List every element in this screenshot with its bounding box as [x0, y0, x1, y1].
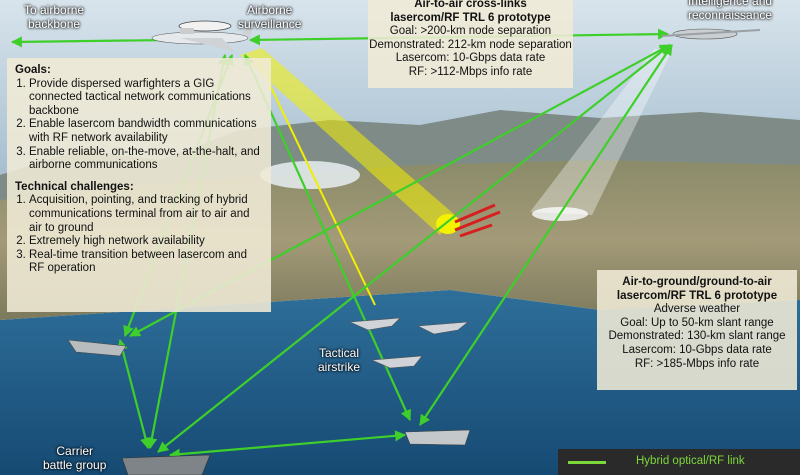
air-to-ground-title: Air-to-ground/ground-to-air [622, 276, 772, 288]
goal-item: Enable reliable, on-the-move, at-the-hal… [29, 146, 263, 173]
challenges-list: Acquisition, pointing, and tracking of h… [15, 194, 263, 276]
goal-item: Enable lasercom bandwidth communications… [29, 118, 263, 145]
air-to-ground-subtitle: lasercom/RF TRL 6 prototype [616, 289, 778, 302]
awacs-aircraft-icon [151, 20, 255, 52]
goal-item: Provide dispersed warfighters a GIG conn… [29, 78, 263, 119]
air-to-ground-line: Adverse weather [653, 303, 741, 316]
air-to-ground-panel: Air-to-ground/ground-to-air lasercom/RF … [597, 270, 797, 390]
air-to-air-subtitle: lasercom/RF TRL 6 prototype [390, 11, 551, 24]
challenge-item: Extremely high network availability [29, 235, 263, 249]
destroyer-ship-icon [67, 339, 127, 357]
fighter-jet-icons [349, 317, 469, 369]
air-to-air-line: RF: >112-Mbps info rate [408, 65, 533, 78]
air-to-ground-line: Demonstrated: 130-km slant range [608, 330, 786, 343]
uav-aircraft-icon [661, 28, 761, 40]
air-to-ground-line: RF: >185-Mbps info rate [634, 357, 760, 370]
legend-label: Hybrid optical/RF link [636, 455, 745, 467]
legend-line-swatch [568, 461, 606, 464]
goals-heading: Goals: [15, 64, 51, 76]
goals-panel: Goals: Provide dispersed warfighters a G… [7, 58, 271, 312]
air-to-ground-line: Lasercom: 10-Gbps data rate [622, 343, 772, 356]
air-to-air-line: Demonstrated: 212-km node separation [369, 38, 572, 51]
challenge-item: Acquisition, pointing, and tracking of h… [29, 194, 263, 235]
challenges-heading: Technical challenges: [15, 180, 134, 193]
aircraft-carrier-icon [121, 454, 211, 475]
frigate-ship-icon [404, 429, 471, 446]
air-to-air-line: Lasercom: 10-Gbps data rate [395, 52, 546, 65]
cloud [260, 161, 360, 189]
air-to-air-title: Air-to-air cross-links [414, 0, 527, 10]
air-to-ground-line: Goal: Up to 50-km slant range [620, 316, 774, 329]
legend: Hybrid optical/RF link [558, 449, 800, 475]
goals-list: Provide dispersed warfighters a GIG conn… [15, 78, 263, 173]
air-to-air-line: Goal: >200-km node separation [389, 25, 552, 38]
challenge-item: Real-time transition between lasercom an… [29, 249, 263, 276]
air-to-air-panel: Air-to-air cross-links lasercom/RF TRL 6… [368, 0, 573, 88]
